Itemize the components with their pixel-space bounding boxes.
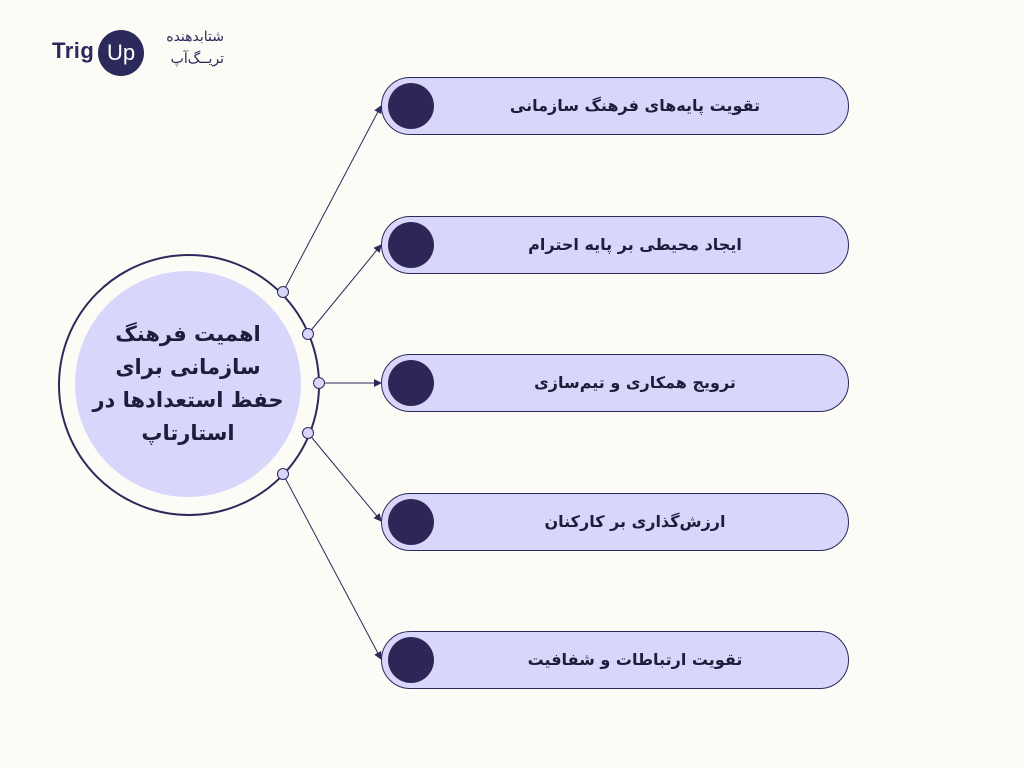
connector-4 [307,432,382,522]
item-pill-4: ارزش‌گذاری بر کارکنان [381,493,849,551]
item-pill-3: ترویج همکاری و تیم‌سازی [381,354,849,412]
node-dot-4 [302,427,314,439]
logo-trig-text: Trig [52,38,95,63]
logo-persian-line1: شتابدهنده [166,29,224,45]
item-bullet-icon [388,637,434,683]
node-dot-5 [277,468,289,480]
item-bullet-icon [388,360,434,406]
center-circle: اهمیت فرهنگ سازمانی برای حفظ استعدادها د… [75,271,301,497]
item-bullet-icon [388,83,434,129]
connector-5 [282,473,382,660]
connector-1 [282,105,382,293]
item-pill-5: تقویت ارتباطات و شفافیت [381,631,849,689]
item-label: تقویت پایه‌های فرهنگ سازمانی [509,96,761,115]
logo-up-badge: Up [98,30,144,76]
item-bullet-icon [388,499,434,545]
node-dot-3 [313,377,325,389]
item-label: ارزش‌گذاری بر کارکنان [544,512,726,531]
item-pill-2: ایجاد محیطی بر پایه احترام [381,216,849,274]
item-label: تقویت ارتباطات و شفافیت [527,650,743,669]
item-pill-1: تقویت پایه‌های فرهنگ سازمانی [381,77,849,135]
node-dot-1 [277,286,289,298]
item-bullet-icon [388,222,434,268]
item-label: ایجاد محیطی بر پایه احترام [528,235,742,254]
trigup-logo: Trig Up شتابدهنده تریــگ‌آپ [52,28,252,78]
connector-2 [307,244,382,335]
item-label: ترویج همکاری و تیم‌سازی [534,373,736,392]
logo-persian-line2: تریــگ‌آپ [170,51,224,67]
node-dot-2 [302,328,314,340]
center-title: اهمیت فرهنگ سازمانی برای حفظ استعدادها د… [92,322,284,445]
